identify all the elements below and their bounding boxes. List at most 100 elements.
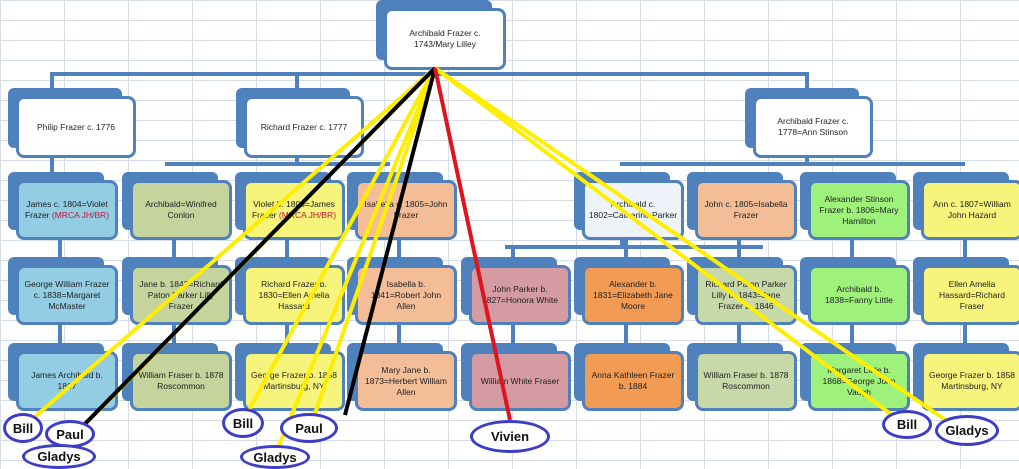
node-box: Mary Jane b. 1873=Herbert William Allen xyxy=(355,351,457,411)
connector xyxy=(620,235,624,247)
connector xyxy=(172,236,176,260)
node-box: Archibald=Winifred Conlon xyxy=(130,180,232,240)
person-node-root[interactable]: Archibald Frazer c. 1743/Mary Lilley xyxy=(376,0,506,70)
person-node-archibald1838[interactable]: Archibald b. 1838=Fanny Little xyxy=(800,257,910,325)
node-box: Archibald Frazer c. 1778=Ann Stinson xyxy=(753,96,873,158)
person-node-isabella1805[interactable]: Isabella c. 1805=John Frazer xyxy=(347,172,457,240)
connector xyxy=(58,322,62,346)
connector xyxy=(624,322,628,346)
node-label: Archibald b. 1838=Fanny Little xyxy=(825,284,893,305)
yellow-lineage-line xyxy=(433,66,962,432)
node-label: Ann c. 1807=William John Hazard xyxy=(933,199,1011,220)
connector xyxy=(50,72,54,90)
person-node-william1878b[interactable]: William Fraser b. 1878 Roscommon xyxy=(687,343,797,411)
node-label: John c. 1805=Isabella Frazer xyxy=(704,199,788,220)
connector xyxy=(620,162,965,166)
connector xyxy=(511,322,515,346)
connector xyxy=(850,322,854,346)
node-box: Jane b. 1843=Richard Paton Parker Lilly … xyxy=(130,265,232,325)
node-label: William Fraser b. 1878 Roscommon xyxy=(703,370,789,391)
node-box: Isabella c. 1805=John Frazer xyxy=(355,180,457,240)
node-label: William Fraser b. 1878 Roscommon xyxy=(138,370,224,391)
connector xyxy=(850,236,854,260)
node-label: Isabella c. 1805=John Frazer xyxy=(364,199,448,220)
node-label: Ellen Amelia Hassard=Richard Fraser xyxy=(939,278,1005,311)
name-tag-bill3: Bill xyxy=(882,410,932,439)
node-label: Isabella b. 1841=Robert John Allen xyxy=(370,278,442,311)
node-box: Isabella b. 1841=Robert John Allen xyxy=(355,265,457,325)
node-label: James Archibald b. 1867 xyxy=(31,370,103,391)
person-node-georgewilliam[interactable]: George William Frazer c. 1838=Margaret M… xyxy=(8,257,118,325)
name-tag-gladys3: Gladys xyxy=(935,415,999,446)
node-note: (MRCA JH/BR) xyxy=(278,210,337,220)
person-node-james1804[interactable]: James c. 1804=Violet Frazer (MRCA JH/BR) xyxy=(8,172,118,240)
person-node-alexander1831[interactable]: Alexander b. 1831=Elizabeth Jane Moore xyxy=(574,257,684,325)
connector xyxy=(624,247,628,259)
red-lineage-line xyxy=(433,67,512,421)
node-label: Alexander b. 1831=Elizabeth Jane Moore xyxy=(593,278,673,311)
node-box: George William Frazer c. 1838=Margaret M… xyxy=(16,265,118,325)
node-label: Jane b. 1843=Richard Paton Parker Lilly … xyxy=(139,278,223,311)
person-node-williamwhite[interactable]: William White Fraser xyxy=(461,343,571,411)
name-tag-bill2: Bill xyxy=(222,408,264,438)
node-label: Richard Frazer b. 1830=Ellen Amelia Hass… xyxy=(258,278,330,311)
node-box: Archibald b. 1838=Fanny Little xyxy=(808,265,910,325)
node-box: Ellen Amelia Hassard=Richard Fraser xyxy=(921,265,1019,325)
person-node-isabella1841[interactable]: Isabella b. 1841=Robert John Allen xyxy=(347,257,457,325)
person-node-philip[interactable]: Philip Frazer c. 1776 xyxy=(8,88,136,158)
node-label: John Parker b. 1827=Honora White xyxy=(482,284,558,305)
node-label: Richard Frazer c. 1777 xyxy=(260,121,348,132)
connector xyxy=(963,322,967,346)
node-box: Anna Kathleen Frazer b. 1884 xyxy=(582,351,684,411)
connector xyxy=(511,247,515,259)
yellow-lineage-line xyxy=(20,66,437,430)
person-node-johnparker[interactable]: John Parker b. 1827=Honora White xyxy=(461,257,571,325)
node-label: Anna Kathleen Frazer b. 1884 xyxy=(591,370,675,391)
node-box: George Frazer b. 1858 Martinsburg, NY xyxy=(921,351,1019,411)
person-node-william1878a[interactable]: William Fraser b. 1878 Roscommon xyxy=(122,343,232,411)
node-label: Alexander Stinson Frazer b. 1806=Mary Ha… xyxy=(819,193,899,226)
node-box: Archibald Frazer c. 1743/Mary Lilley xyxy=(384,8,506,70)
person-node-jane[interactable]: Jane b. 1843=Richard Paton Parker Lilly … xyxy=(122,257,232,325)
node-label: William White Fraser xyxy=(480,375,560,386)
connector xyxy=(805,72,809,90)
connector xyxy=(285,236,289,260)
name-tag-paul2: Paul xyxy=(280,413,338,443)
connector xyxy=(737,322,741,346)
node-label: George William Frazer c. 1838=Margaret M… xyxy=(24,278,110,311)
person-node-archibald1778[interactable]: Archibald Frazer c. 1778=Ann Stinson xyxy=(745,88,873,158)
connector xyxy=(397,322,401,346)
person-node-ellenamelia[interactable]: Ellen Amelia Hassard=Richard Fraser xyxy=(913,257,1019,325)
person-node-john1805[interactable]: John c. 1805=Isabella Frazer xyxy=(687,172,797,240)
node-label: George Frazer b. 1858 Martinsburg, NY xyxy=(251,370,337,391)
yellow-lineage-line xyxy=(273,67,437,456)
name-tag-vivien: Vivien xyxy=(470,420,550,453)
connector xyxy=(505,245,763,249)
node-box: William Fraser b. 1878 Roscommon xyxy=(695,351,797,411)
person-node-annakathleen[interactable]: Anna Kathleen Frazer b. 1884 xyxy=(574,343,684,411)
connector xyxy=(295,72,299,90)
yellow-lineage-line xyxy=(308,67,437,429)
node-box: Alexander b. 1831=Elizabeth Jane Moore xyxy=(582,265,684,325)
connector xyxy=(737,247,741,259)
node-box: Philip Frazer c. 1776 xyxy=(16,96,136,158)
person-node-alexstinson[interactable]: Alexander Stinson Frazer b. 1806=Mary Ha… xyxy=(800,172,910,240)
person-node-ann1807[interactable]: Ann c. 1807=William John Hazard xyxy=(913,172,1019,240)
node-note: (MRCA JH/BR) xyxy=(51,210,110,220)
connector xyxy=(165,162,390,166)
person-node-george1858b[interactable]: George Frazer b. 1858 Martinsburg, NY xyxy=(913,343,1019,411)
node-box: Alexander Stinson Frazer b. 1806=Mary Ha… xyxy=(808,180,910,240)
node-box: William White Fraser xyxy=(469,351,571,411)
name-tag-bill1: Bill xyxy=(3,413,43,443)
node-label: Archibald Frazer c. 1778=Ann Stinson xyxy=(777,116,849,137)
node-label: George Frazer b. 1858 Martinsburg, NY xyxy=(929,370,1015,391)
person-node-archwinifred[interactable]: Archibald=Winifred Conlon xyxy=(122,172,232,240)
connector xyxy=(963,236,967,260)
connector xyxy=(58,236,62,260)
connector xyxy=(50,150,54,175)
connector xyxy=(397,236,401,260)
black-lineage-line xyxy=(73,66,437,436)
black-lineage-line xyxy=(343,67,437,416)
name-tag-gladys2: Gladys xyxy=(240,445,310,469)
yellow-lineage-line xyxy=(240,67,437,424)
